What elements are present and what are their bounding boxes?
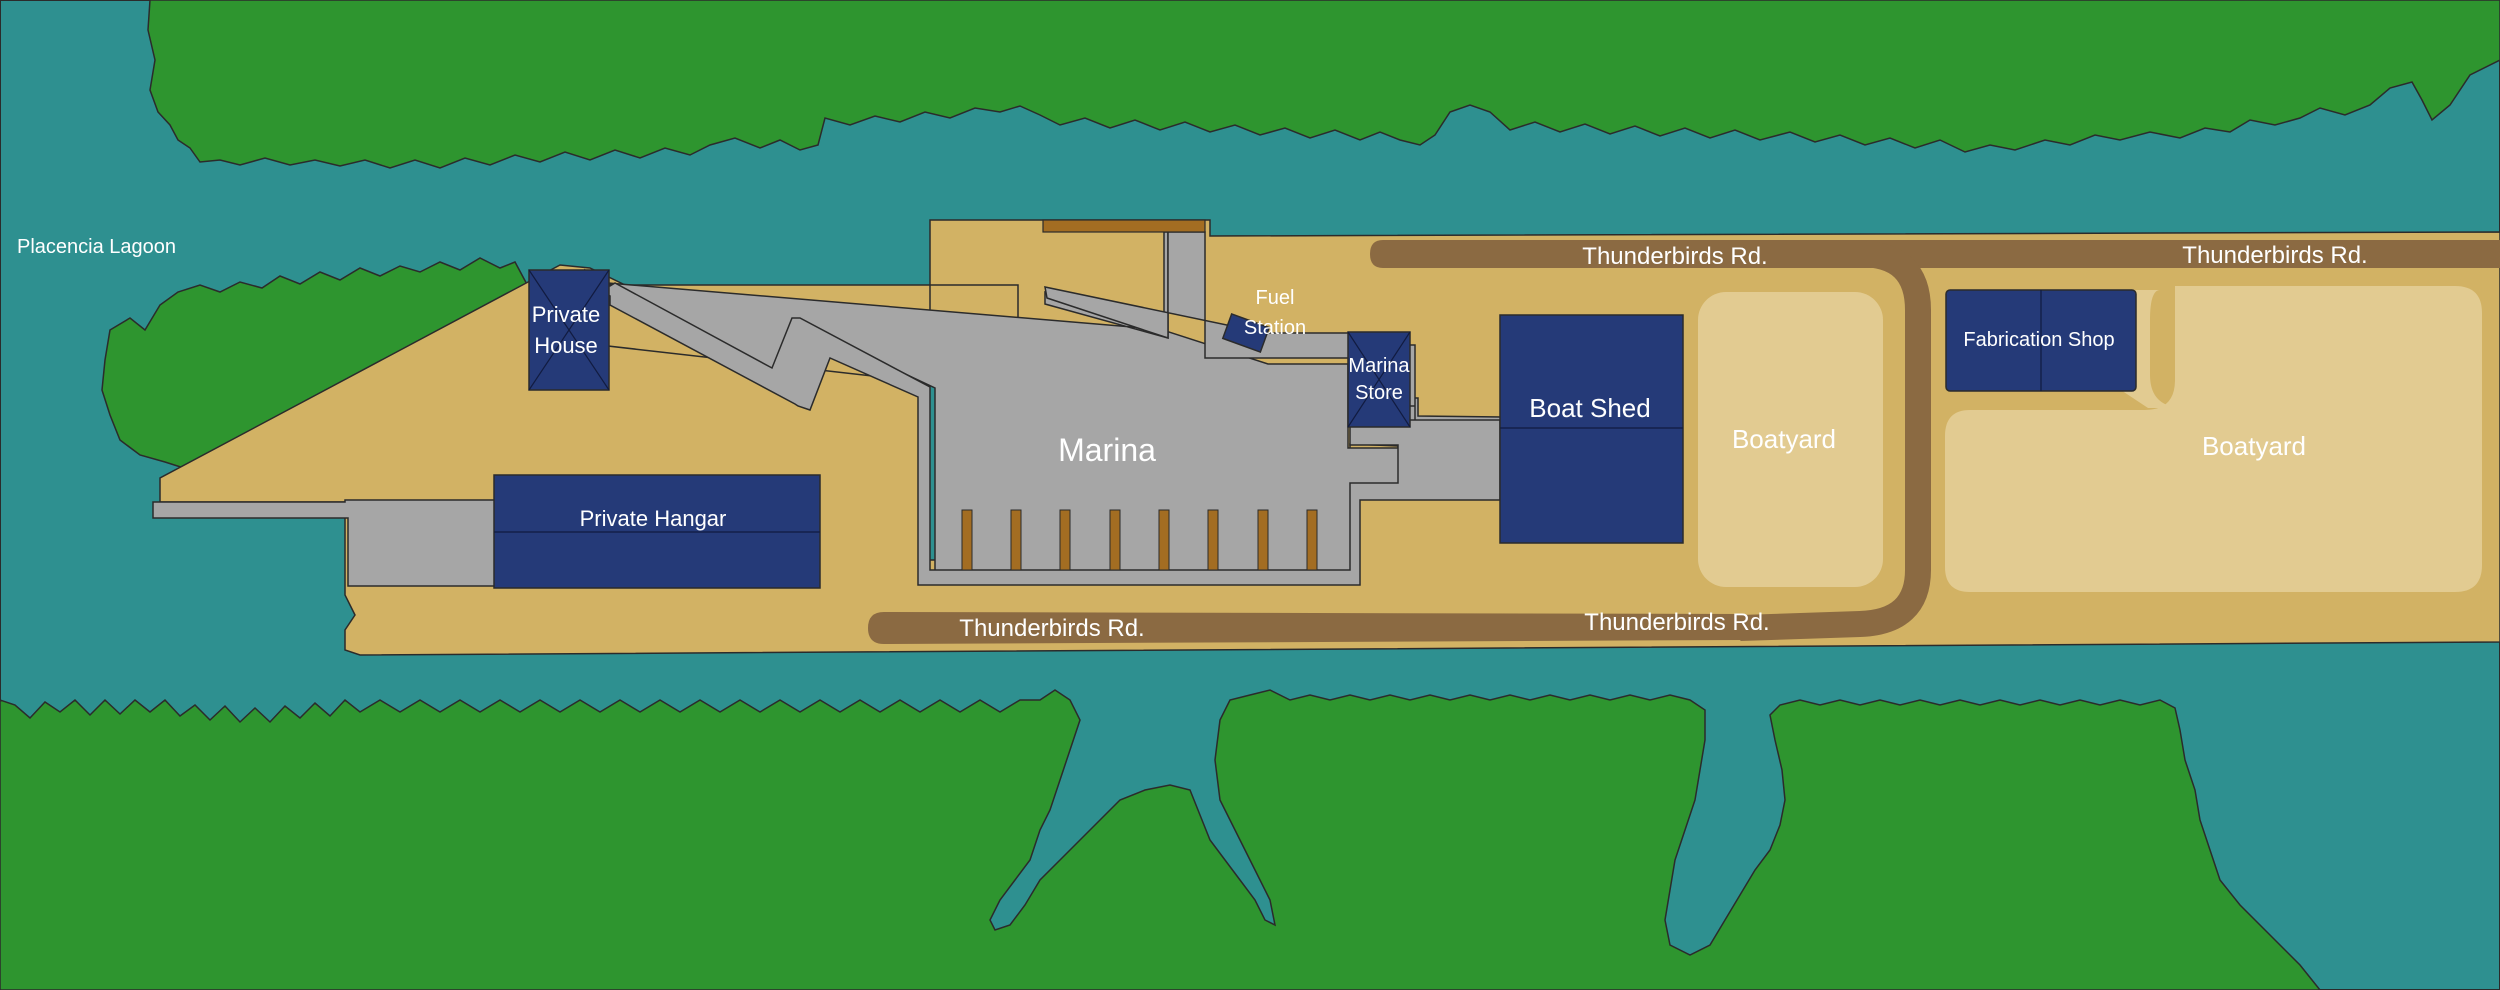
slip bbox=[1207, 509, 1219, 571]
slip bbox=[1109, 509, 1121, 571]
boat-shed[interactable] bbox=[1499, 314, 1684, 544]
marina-label: Marina bbox=[1058, 432, 1156, 468]
fabrication-shop-label: Fabrication Shop bbox=[1963, 329, 2114, 351]
wood-dock-top bbox=[1042, 219, 1206, 233]
boatyard-1-area bbox=[1698, 292, 1883, 587]
fuel-station-label-2: Station bbox=[1244, 317, 1306, 339]
road-label-top-1: Thunderbirds Rd. bbox=[1582, 243, 1767, 270]
lagoon-label: Placencia Lagoon bbox=[17, 236, 176, 258]
marina-store[interactable] bbox=[1347, 331, 1411, 428]
boatyard-2-main bbox=[1945, 286, 2482, 592]
marina-store-label-2: Store bbox=[1355, 382, 1403, 404]
fabrication-shop[interactable] bbox=[1945, 289, 2137, 392]
private-house[interactable] bbox=[528, 269, 610, 391]
road-label-bottom-1: Thunderbirds Rd. bbox=[959, 615, 1144, 642]
fuel-station[interactable] bbox=[1221, 312, 1271, 354]
boatyard-1-label: Boatyard bbox=[1732, 424, 1836, 454]
private-house-label-2: House bbox=[534, 333, 598, 358]
road-label-top-2: Thunderbirds Rd. bbox=[2182, 242, 2367, 269]
slip bbox=[1010, 509, 1022, 571]
fuel-station-label-1: Fuel bbox=[1256, 287, 1295, 309]
slip bbox=[1158, 509, 1170, 571]
private-hangar-label: Private Hangar bbox=[580, 506, 727, 531]
private-hangar[interactable] bbox=[493, 474, 821, 589]
slip bbox=[1257, 509, 1269, 571]
marina-store-label-1: Marina bbox=[1348, 355, 1410, 377]
slip bbox=[1306, 509, 1318, 571]
slip bbox=[1059, 509, 1071, 571]
boat-shed-label: Boat Shed bbox=[1529, 393, 1650, 423]
road-south bbox=[868, 612, 1745, 644]
road-connector bbox=[1383, 241, 1931, 641]
slip bbox=[961, 509, 973, 571]
private-house-label-1: Private bbox=[532, 302, 600, 327]
north-forest bbox=[147, 0, 2500, 169]
road-label-bottom-2: Thunderbirds Rd. bbox=[1584, 609, 1769, 636]
south-forest bbox=[0, 689, 2321, 990]
boatyard-2-label: Boatyard bbox=[2202, 431, 2306, 461]
